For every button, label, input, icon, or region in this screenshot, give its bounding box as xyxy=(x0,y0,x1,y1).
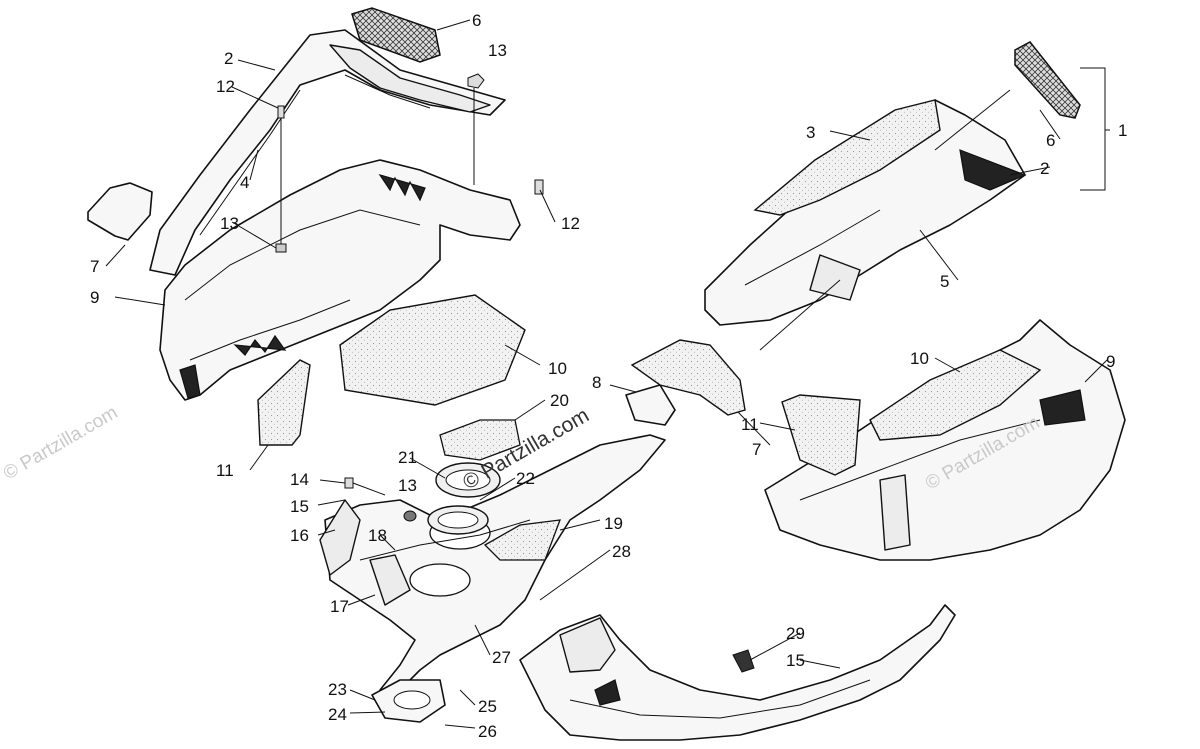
callout-13c: 13 xyxy=(398,476,417,495)
vent-mesh-left xyxy=(351,7,441,63)
callout-17: 17 xyxy=(330,597,349,616)
pad-11-right xyxy=(781,394,861,476)
callout-7b: 7 xyxy=(752,440,761,459)
fastener-8 xyxy=(625,384,676,426)
callout-15a: 15 xyxy=(290,497,309,516)
side-panel-right xyxy=(764,319,1126,561)
callout-16: 16 xyxy=(290,526,309,545)
callout-21: 21 xyxy=(398,448,417,467)
callout-12a: 12 xyxy=(216,77,235,96)
insulation-pad-10-left xyxy=(339,294,526,406)
callout-5: 5 xyxy=(940,272,949,291)
grommet-23 xyxy=(371,679,446,723)
callout-9b: 9 xyxy=(1106,352,1115,371)
callout-6a: 6 xyxy=(472,11,481,30)
pad-10-right xyxy=(869,349,1042,441)
pad-7-right xyxy=(630,339,746,416)
nut-13-center xyxy=(403,510,417,522)
callout-11b: 11 xyxy=(741,415,759,434)
callout-20: 20 xyxy=(550,391,569,410)
callout-12b: 12 xyxy=(561,214,580,233)
small-screw-14 xyxy=(344,477,386,496)
callout-28: 28 xyxy=(612,542,631,561)
callout-27: 27 xyxy=(492,648,511,667)
callout-1: 1 xyxy=(1118,121,1127,140)
callout-10a: 10 xyxy=(548,359,567,378)
bracket-left xyxy=(87,182,153,241)
bolt-12-right xyxy=(534,179,544,195)
clip-29 xyxy=(732,649,755,673)
leader-lines xyxy=(105,19,1108,729)
callout-4: 4 xyxy=(240,173,249,192)
callout-23: 23 xyxy=(328,680,347,699)
callout-18: 18 xyxy=(368,526,387,545)
callout-24: 24 xyxy=(328,705,347,724)
insulation-pad-11-left xyxy=(257,359,311,446)
callout-9a: 9 xyxy=(90,288,99,307)
callout-13b: 13 xyxy=(220,214,239,233)
callout-19: 19 xyxy=(604,514,623,533)
pad-19 xyxy=(483,519,561,561)
callout-2a: 2 xyxy=(224,49,233,68)
callout-25: 25 xyxy=(478,697,497,716)
callout-22: 22 xyxy=(516,469,535,488)
hood-upper-left xyxy=(149,29,506,276)
callout-8: 8 xyxy=(592,373,601,392)
callout-7a: 7 xyxy=(90,257,99,276)
callout-10b: 10 xyxy=(910,349,929,368)
callout-2b: 2 xyxy=(1040,159,1049,178)
callout-14: 14 xyxy=(290,470,309,489)
side-panel-left xyxy=(159,159,521,401)
callout-29: 29 xyxy=(786,624,805,643)
bolt-13-top xyxy=(467,73,485,185)
vent-6-right xyxy=(1014,41,1081,119)
callout-6b: 6 xyxy=(1046,131,1055,150)
callout-11a: 11 xyxy=(216,461,234,480)
pad-3-right xyxy=(753,99,941,216)
callout-26: 26 xyxy=(478,722,497,741)
callout-15b: 15 xyxy=(786,651,805,670)
pad-20 xyxy=(439,419,521,461)
callout-13a: 13 xyxy=(488,41,507,60)
callout-3: 3 xyxy=(806,123,815,142)
bracket-1-brace xyxy=(1080,67,1110,191)
skid-plate-lower xyxy=(519,604,956,741)
duct-ring-22 xyxy=(427,505,489,535)
watermark-left: © Partzilla.com xyxy=(0,402,121,484)
duct-ring-21 xyxy=(435,462,501,498)
